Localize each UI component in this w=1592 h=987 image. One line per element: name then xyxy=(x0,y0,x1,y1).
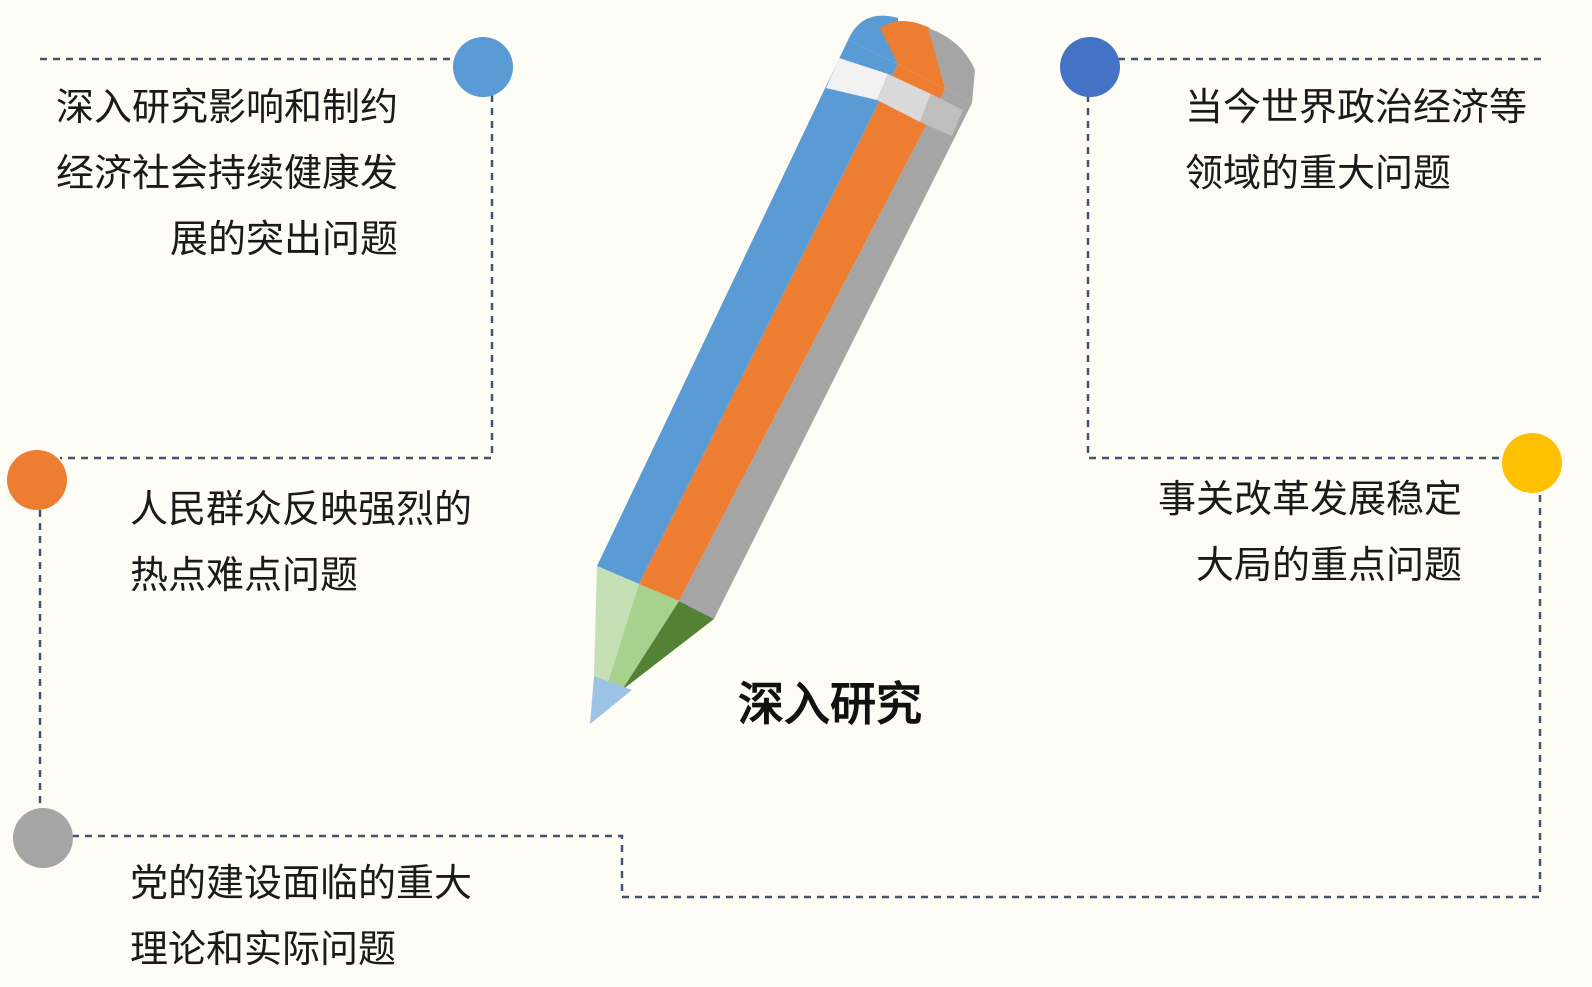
item-line: 党的建设面临的重大 xyxy=(130,861,473,905)
center-label: 深入研究 xyxy=(738,677,922,731)
pencil-cap-gray xyxy=(928,28,975,103)
pencil-tip-mid xyxy=(608,584,679,690)
item-line: 展的突出问题 xyxy=(169,217,398,261)
pencil-band-edge xyxy=(920,94,963,136)
pencil-band xyxy=(826,58,888,100)
dot-middle-left xyxy=(7,450,67,510)
connector-line-top-left xyxy=(40,57,494,460)
item-text-top-left: 深入研究影响和制约 经济社会持续健康发 展的突出问题 xyxy=(20,74,398,272)
item-line: 人民群众反映强烈的 xyxy=(130,487,473,531)
dot-middle-right xyxy=(1502,433,1562,493)
item-line: 深入研究影响和制约 xyxy=(55,85,398,129)
item-text-middle-right: 事关改革发展稳定 大局的重点问题 xyxy=(1100,466,1462,598)
pencil-lead xyxy=(590,676,632,724)
item-line: 当今世界政治经济等 xyxy=(1185,85,1528,129)
item-text-top-right: 当今世界政治经济等 领域的重大问题 xyxy=(1185,74,1527,206)
connector-line-bottom xyxy=(72,492,1542,899)
item-line: 大局的重点问题 xyxy=(1195,543,1462,587)
pencil-tip-light xyxy=(594,566,639,682)
item-line: 经济社会持续健康发 xyxy=(55,151,398,195)
pencil-tip-dark xyxy=(622,601,714,690)
pencil-icon xyxy=(590,15,975,724)
pencil-cap-orange xyxy=(880,21,945,89)
item-line: 热点难点问题 xyxy=(130,553,359,597)
pencil-band-shade xyxy=(877,74,931,122)
pencil-stripe-orange xyxy=(639,64,945,601)
dot-bottom-left xyxy=(13,808,73,868)
pencil-stripe-blue xyxy=(597,40,898,584)
item-text-middle-left: 人民群众反映强烈的 热点难点问题 xyxy=(130,476,472,608)
dot-top-left xyxy=(453,37,513,97)
pencil-stripe-gray xyxy=(679,89,972,619)
item-line: 事关改革发展稳定 xyxy=(1157,477,1462,521)
item-line: 领域的重大问题 xyxy=(1185,151,1452,195)
item-text-bottom-left: 党的建设面临的重大 理论和实际问题 xyxy=(130,850,472,982)
item-line: 理论和实际问题 xyxy=(130,927,397,971)
connector-line-top-right xyxy=(1086,57,1545,460)
dot-top-right xyxy=(1060,37,1120,97)
